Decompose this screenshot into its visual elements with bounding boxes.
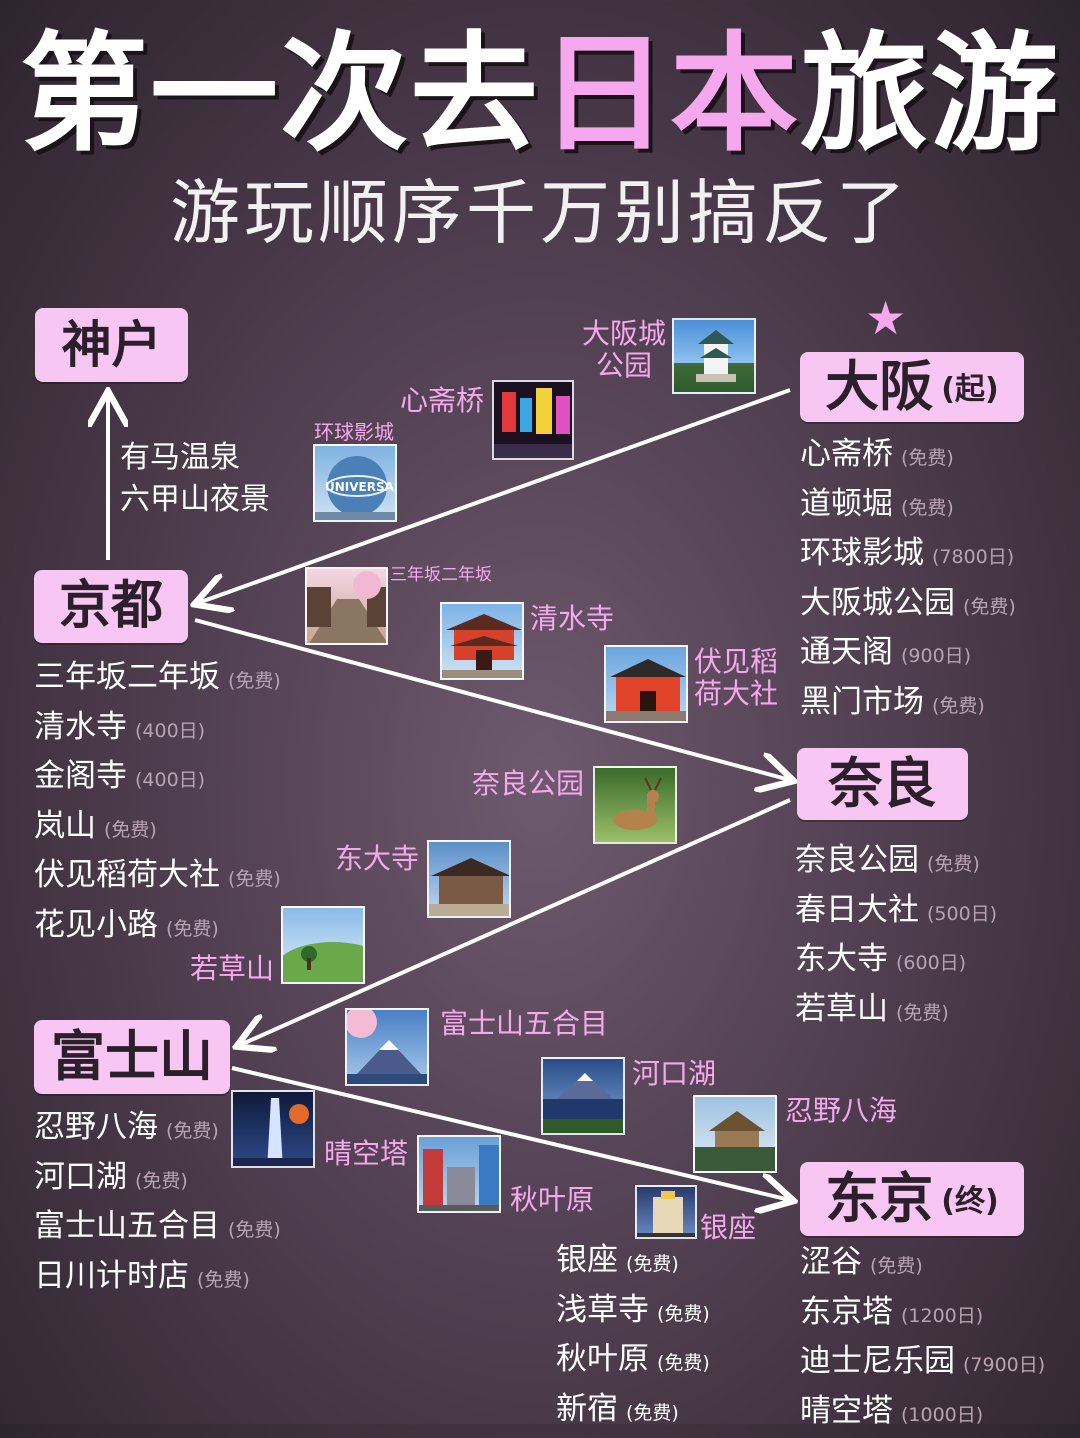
globe-icon: UNIVERSAL bbox=[315, 446, 397, 522]
label-osaka-castle: 大阪城 公园 bbox=[582, 318, 666, 382]
hall-icon bbox=[429, 842, 511, 918]
star-icon: ★ bbox=[865, 293, 906, 343]
city-kyoto-name: 京都 bbox=[59, 576, 163, 636]
label-fuji5: 富士山五合目 bbox=[440, 1008, 608, 1040]
list-item: 春日大社(500日) bbox=[795, 888, 997, 938]
city-nara-name: 奈良 bbox=[829, 752, 937, 815]
city-kobe-name: 神户 bbox=[62, 316, 162, 374]
city-nara: 奈良 bbox=[797, 748, 968, 820]
shinsaibashi-photo bbox=[492, 380, 574, 460]
street-icon bbox=[307, 569, 388, 645]
label-sannenzaka: 三年坂二年坂 bbox=[390, 565, 492, 585]
list-item: 环球影城(7800日) bbox=[800, 531, 1016, 581]
city-osaka-name: 大阪 bbox=[825, 355, 933, 418]
list-item: 心斋桥(免费) bbox=[800, 432, 1016, 482]
list-item: 东京塔(1200日) bbox=[800, 1290, 1045, 1340]
fushimi-photo bbox=[604, 645, 688, 723]
osaka-castle-photo bbox=[672, 318, 756, 394]
list-item: 涩谷(免费) bbox=[800, 1240, 1045, 1290]
city-fuji-name: 富士山 bbox=[51, 1025, 213, 1088]
label-akihabara: 秋叶原 bbox=[510, 1184, 594, 1216]
mount-fuji-icon bbox=[347, 1010, 429, 1086]
label-shinsaibashi: 心斋桥 bbox=[400, 385, 484, 417]
kobe-highlight-1: 有马温泉 bbox=[120, 437, 270, 479]
city-kyoto: 京都 bbox=[34, 570, 188, 643]
list-item: 岚山(免费) bbox=[34, 804, 281, 854]
label-wakakusa: 若草山 bbox=[190, 953, 274, 985]
neon-signs-icon bbox=[494, 382, 574, 460]
list-item: 迪士尼乐园(7900日) bbox=[800, 1339, 1045, 1389]
kiyomizu-photo bbox=[440, 602, 524, 680]
thatched-house-icon bbox=[695, 1097, 777, 1173]
kawaguchi-photo bbox=[541, 1057, 625, 1135]
tokyo-attraction-list: 涩谷(免费) 东京塔(1200日) 迪士尼乐园(7900日) 晴空塔(1000日… bbox=[800, 1240, 1045, 1438]
label-kiyomizu: 清水寺 bbox=[530, 603, 614, 635]
list-item: 金阁寺(400日) bbox=[34, 754, 281, 804]
city-osaka: 大阪(起) bbox=[800, 352, 1024, 422]
ginza-photo bbox=[635, 1185, 697, 1239]
fuji5-photo bbox=[345, 1008, 429, 1086]
list-item: 三年坂二年坂(免费) bbox=[34, 655, 281, 705]
osaka-attraction-list: 心斋桥(免费) 道顿堀(免费) 环球影城(7800日) 大阪城公园(免费) 通天… bbox=[800, 432, 1016, 729]
list-item: 浅草寺(免费) bbox=[556, 1288, 710, 1338]
kobe-highlight-2: 六甲山夜景 bbox=[120, 479, 270, 521]
list-item: 晴空塔(1000日) bbox=[800, 1389, 1045, 1438]
castle-icon bbox=[674, 320, 756, 394]
list-item: 东大寺(600日) bbox=[795, 937, 997, 987]
sannenzaka-photo bbox=[305, 567, 388, 645]
kobe-highlights: 有马温泉 六甲山夜景 bbox=[120, 437, 270, 521]
usj-globe-text: UNIVERSAL bbox=[325, 480, 397, 494]
ginza-building-icon bbox=[637, 1187, 697, 1239]
wakakusa-photo bbox=[281, 906, 365, 984]
list-item: 银座(免费) bbox=[556, 1238, 710, 1288]
usj-globe-photo: UNIVERSAL bbox=[313, 444, 397, 522]
label-ginza: 银座 bbox=[700, 1212, 756, 1244]
skytree-icon bbox=[233, 1092, 315, 1168]
todaiji-photo bbox=[427, 840, 511, 918]
list-item: 清水寺(400日) bbox=[34, 705, 281, 755]
list-item: 秋叶原(免费) bbox=[556, 1337, 710, 1387]
hill-icon bbox=[283, 908, 365, 984]
list-item: 道顿堀(免费) bbox=[800, 482, 1016, 532]
tokyo-east-attraction-list: 银座(免费) 浅草寺(免费) 秋叶原(免费) 新宿(免费) bbox=[556, 1238, 710, 1436]
list-item: 伏见稻荷大社(免费) bbox=[34, 853, 281, 903]
label-usj: 环球影城 bbox=[314, 420, 394, 444]
label-fushimi: 伏见稻 荷大社 bbox=[694, 646, 778, 710]
list-item: 通天阁(900日) bbox=[800, 630, 1016, 680]
list-item: 大阪城公园(免费) bbox=[800, 581, 1016, 631]
list-item: 新宿(免费) bbox=[556, 1387, 710, 1437]
list-item: 富士山五合目(免费) bbox=[34, 1204, 281, 1254]
city-osaka-tag: (起) bbox=[941, 372, 998, 407]
city-tokyo: 东京(终) bbox=[800, 1162, 1024, 1236]
skytree-photo bbox=[231, 1090, 315, 1168]
city-kobe: 神户 bbox=[35, 308, 188, 382]
label-oshino: 忍野八海 bbox=[785, 1095, 897, 1127]
list-item: 黑门市场(免费) bbox=[800, 680, 1016, 730]
list-item: 若草山(免费) bbox=[795, 987, 997, 1037]
city-signs-icon bbox=[419, 1137, 501, 1213]
temple-gate-icon bbox=[442, 604, 524, 680]
list-item: 日川计时店(免费) bbox=[34, 1254, 281, 1304]
city-tokyo-name: 东京 bbox=[825, 1167, 933, 1230]
list-item: 奈良公园(免费) bbox=[795, 838, 997, 888]
label-nara-park: 奈良公园 bbox=[472, 768, 584, 800]
city-fuji: 富士山 bbox=[34, 1020, 230, 1094]
kyoto-attraction-list: 三年坂二年坂(免费) 清水寺(400日) 金阁寺(400日) 岚山(免费) 伏见… bbox=[34, 655, 281, 952]
label-kawaguchi: 河口湖 bbox=[632, 1058, 716, 1090]
oshino-photo bbox=[693, 1095, 777, 1173]
nara-attraction-list: 奈良公园(免费) 春日大社(500日) 东大寺(600日) 若草山(免费) bbox=[795, 838, 997, 1036]
akihabara-photo bbox=[417, 1135, 501, 1213]
deer-icon bbox=[595, 768, 677, 844]
label-todaiji: 东大寺 bbox=[335, 843, 419, 875]
lake-icon bbox=[543, 1059, 625, 1135]
torii-icon bbox=[606, 647, 688, 723]
list-item: 花见小路(免费) bbox=[34, 903, 281, 953]
nara-park-photo bbox=[593, 766, 677, 844]
city-tokyo-tag: (终) bbox=[941, 1184, 998, 1219]
label-skytree: 晴空塔 bbox=[324, 1138, 408, 1170]
